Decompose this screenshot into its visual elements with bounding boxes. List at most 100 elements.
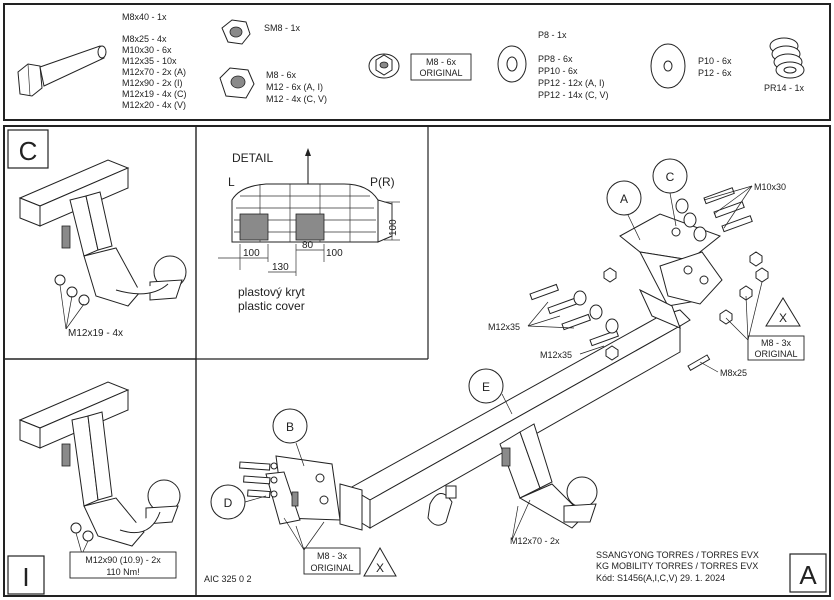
panel-i-letter: I bbox=[22, 562, 29, 592]
sm8-label: SM8 - 1x bbox=[264, 23, 301, 33]
main-letter-box bbox=[789, 553, 827, 593]
washer-label-4: PP12 - 14x (C, V) bbox=[538, 90, 609, 100]
detail-dimensions: 100 80 100 130 100 bbox=[218, 201, 400, 276]
parts-spring-group: PR14 - 1x bbox=[764, 37, 805, 93]
flange-nut-box bbox=[410, 53, 472, 81]
frame-outer-bottom bbox=[3, 125, 831, 597]
x-triangle-left bbox=[363, 546, 397, 577]
self-locking-nut-icon bbox=[221, 19, 251, 45]
right-bracket bbox=[619, 213, 723, 329]
label-circle-b bbox=[272, 408, 308, 444]
model-line-1: KG MOBILITY TORRES / TORRES EVX bbox=[596, 561, 758, 571]
detail-panel: DETAIL L P(R) bbox=[218, 148, 400, 313]
aic-code: AIC 325 0 2 bbox=[204, 574, 252, 584]
bolt-label-0: M8x40 - 1x bbox=[122, 12, 167, 22]
model-line-0: SSANGYONG TORRES / TORRES EVX bbox=[596, 550, 759, 560]
label-circle-a bbox=[606, 180, 642, 216]
orig-left-0: M8 - 3x bbox=[317, 551, 348, 561]
flange-nut-label-0: M8 - 6x bbox=[426, 57, 457, 67]
flange-nut-icon bbox=[368, 53, 400, 79]
parts-big-washer-group: P10 - 6x P12 - 6x bbox=[650, 43, 732, 89]
orig-right-0: M8 - 3x bbox=[761, 338, 792, 348]
orig-right-1: ORIGINAL bbox=[754, 349, 797, 359]
callout-m12x70: M12x70 - 2x bbox=[510, 536, 560, 546]
detail-caption-en: plastic cover bbox=[238, 299, 305, 313]
detail-right: P(R) bbox=[370, 175, 395, 189]
panel-c-letter: C bbox=[19, 136, 38, 166]
dim-100-v: 100 bbox=[388, 219, 399, 236]
x-label-right: X bbox=[779, 311, 787, 325]
flange-nut-label-1: ORIGINAL bbox=[419, 68, 462, 78]
left-bolts bbox=[239, 461, 278, 499]
spring-washer-icon bbox=[769, 37, 805, 79]
x-triangle-right bbox=[765, 297, 801, 327]
detail-caption-cz: plastový kryt bbox=[238, 285, 305, 299]
panel-i-hitch bbox=[18, 381, 181, 547]
main-letter: A bbox=[799, 560, 817, 590]
bolt-label-7: M12x20 - 4x (V) bbox=[122, 100, 186, 110]
bolt-label-4: M12x70 - 2x (A) bbox=[122, 67, 186, 77]
panel-c-hitch bbox=[18, 159, 187, 307]
ball-hitch bbox=[427, 423, 598, 529]
orig-left-box bbox=[303, 547, 361, 575]
frame-outer-top bbox=[3, 3, 831, 121]
washer-icon bbox=[497, 45, 527, 83]
callout-m8x25: M8x25 bbox=[720, 368, 747, 378]
callout-m10x30: M10x30 bbox=[754, 182, 786, 192]
parts-nut-group: M8 - 6x M12 - 6x (A, I) M12 - 4x (C, V) bbox=[219, 67, 327, 104]
parts-bolt-group: M8x40 - 1x M8x25 - 4x M10x30 - 6x M12x35… bbox=[17, 12, 187, 110]
bolt-label-3: M12x35 - 10x bbox=[122, 56, 177, 66]
nut-label-0: M8 - 6x bbox=[266, 70, 297, 80]
large-washer-icon bbox=[650, 43, 686, 89]
label-e: E bbox=[482, 380, 490, 394]
parts-washer-group: P8 - 1x PP8 - 6x PP10 - 6x PP12 - 12x (A… bbox=[497, 30, 609, 100]
orig-left-1: ORIGINAL bbox=[310, 563, 353, 573]
washer-label-0: P8 - 1x bbox=[538, 30, 567, 40]
callout-m12x35-a: M12x35 bbox=[488, 322, 520, 332]
drawing-code: Kód: S1456(A,I,C,V) 29. 1. 2024 bbox=[596, 573, 725, 583]
washer-label-2: PP10 - 6x bbox=[538, 66, 578, 76]
dim-80: 80 bbox=[302, 240, 314, 251]
label-a: A bbox=[620, 192, 628, 206]
bumper-outline bbox=[231, 183, 393, 243]
washer-label-3: PP12 - 12x (A, I) bbox=[538, 78, 605, 88]
label-d: D bbox=[224, 496, 233, 510]
bolt-label-1: M8x25 - 4x bbox=[122, 34, 167, 44]
parts-sm8-group: SM8 - 1x bbox=[221, 19, 301, 45]
detail-left: L bbox=[228, 175, 235, 189]
orig-right-box bbox=[747, 335, 805, 361]
label-c: C bbox=[666, 170, 675, 184]
nut-label-2: M12 - 4x (C, V) bbox=[266, 94, 327, 104]
label-circle-e bbox=[468, 368, 504, 404]
parts-flange-nut-group: M8 - 6x ORIGINAL bbox=[368, 53, 472, 81]
panel-c-letter-box bbox=[7, 129, 49, 169]
right-bolts bbox=[529, 187, 769, 372]
panel-i-letter-box bbox=[7, 555, 45, 595]
bolt-icon bbox=[17, 45, 107, 97]
detail-title: DETAIL bbox=[232, 151, 273, 165]
callout-m12x35-b: M12x35 bbox=[540, 350, 572, 360]
bolt-label-6: M12x19 - 4x (C) bbox=[122, 89, 187, 99]
spring-label: PR14 - 1x bbox=[764, 83, 805, 93]
bolt-label-2: M10x30 - 6x bbox=[122, 45, 172, 55]
panel-i: M12x90 (10.9) - 2x 110 Nm! I bbox=[7, 381, 181, 595]
dim-130: 130 bbox=[272, 262, 289, 273]
label-b: B bbox=[286, 420, 294, 434]
hex-nut-icon bbox=[219, 67, 255, 99]
panel-c: C M12x19 - 4x bbox=[7, 129, 187, 339]
left-bracket bbox=[265, 455, 363, 531]
big-washer-label-1: P12 - 6x bbox=[698, 68, 732, 78]
panel-i-callout-box bbox=[69, 551, 177, 579]
dim-100-b: 100 bbox=[326, 248, 343, 259]
panel-i-callout-1: 110 Nm! bbox=[106, 567, 139, 577]
panel-i-callout-0: M12x90 (10.9) - 2x bbox=[85, 555, 161, 565]
dim-100-a: 100 bbox=[243, 248, 260, 259]
panel-c-callout: M12x19 - 4x bbox=[68, 328, 123, 339]
bolt-label-5: M12x90 - 2x (I) bbox=[122, 78, 183, 88]
washer-label-1: PP8 - 6x bbox=[538, 54, 573, 64]
nut-label-1: M12 - 6x (A, I) bbox=[266, 82, 323, 92]
big-washer-label-0: P10 - 6x bbox=[698, 56, 732, 66]
main-assembly: A C E B D X X M10x30 M12x35 M12x35 M8x25 bbox=[204, 158, 827, 593]
x-label-left: X bbox=[376, 561, 384, 575]
